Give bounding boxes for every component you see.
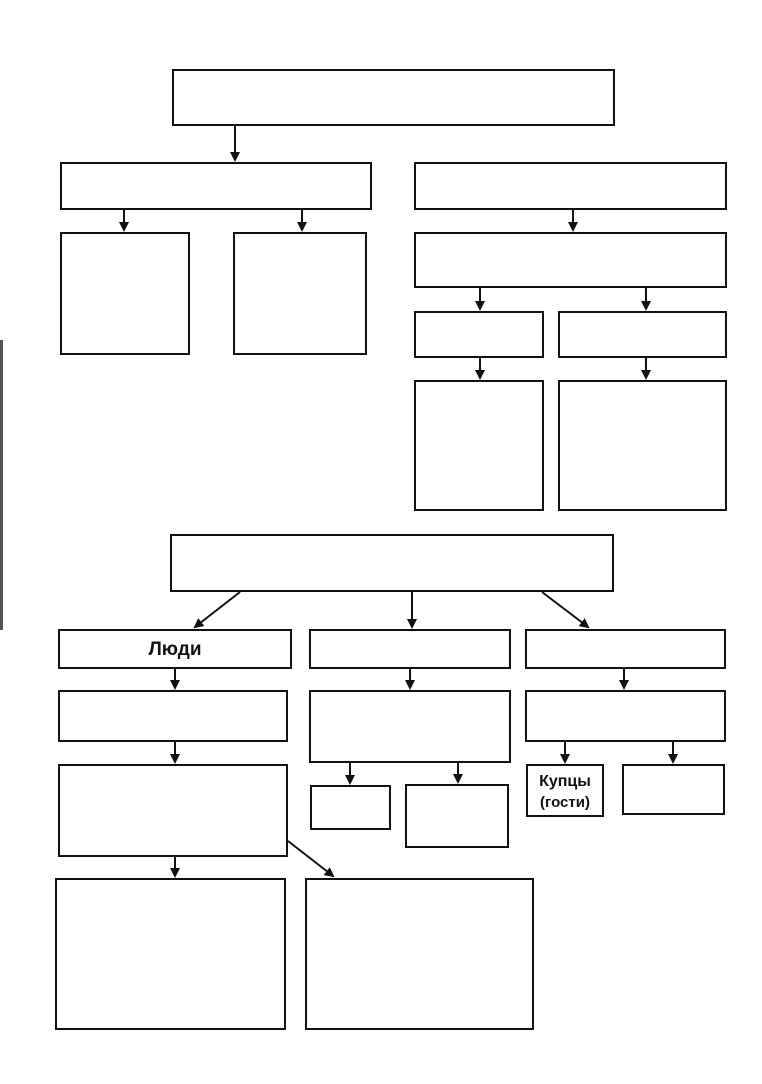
top-left-child-box-2 (233, 232, 367, 355)
merchants-box: Купцы (гости) (526, 764, 604, 817)
people-box: Люди (58, 629, 292, 669)
bottom-middle-branch-box (309, 629, 511, 669)
merchants-label-line1: Купцы (539, 773, 591, 790)
bottom-middle-child-box (309, 690, 511, 763)
top-left-child-box-1 (60, 232, 190, 355)
merchants-label-line2: (гости) (540, 794, 590, 811)
top-right-leaf-box-2 (558, 380, 727, 511)
people-grandchild-box (58, 764, 288, 857)
bottom-right-child-box (525, 690, 726, 742)
bottom-right-branch-box (525, 629, 726, 669)
top-right-leaf-box-1 (414, 380, 544, 511)
top-right-sub-box-1 (414, 311, 544, 358)
people-leaf-box-1 (55, 878, 286, 1030)
top-right-branch-box (414, 162, 727, 210)
top-right-sub-box-2 (558, 311, 727, 358)
bottom-right-sub-box (622, 764, 725, 815)
top-root-box (172, 69, 615, 126)
scan-edge-artifact (0, 340, 3, 630)
arrow-bottom-root-to-people (193, 591, 241, 629)
bottom-middle-sub-box-2 (405, 784, 509, 848)
people-child-box (58, 690, 288, 742)
arrow-bottom-root-to-right (541, 591, 590, 629)
top-right-child-box (414, 232, 727, 288)
people-label: Люди (148, 639, 202, 660)
bottom-root-box (170, 534, 614, 592)
bottom-middle-sub-box-1 (310, 785, 391, 830)
people-leaf-box-2 (305, 878, 534, 1030)
arrow-grandchild-to-leaf-2 (287, 840, 335, 878)
top-left-branch-box (60, 162, 372, 210)
